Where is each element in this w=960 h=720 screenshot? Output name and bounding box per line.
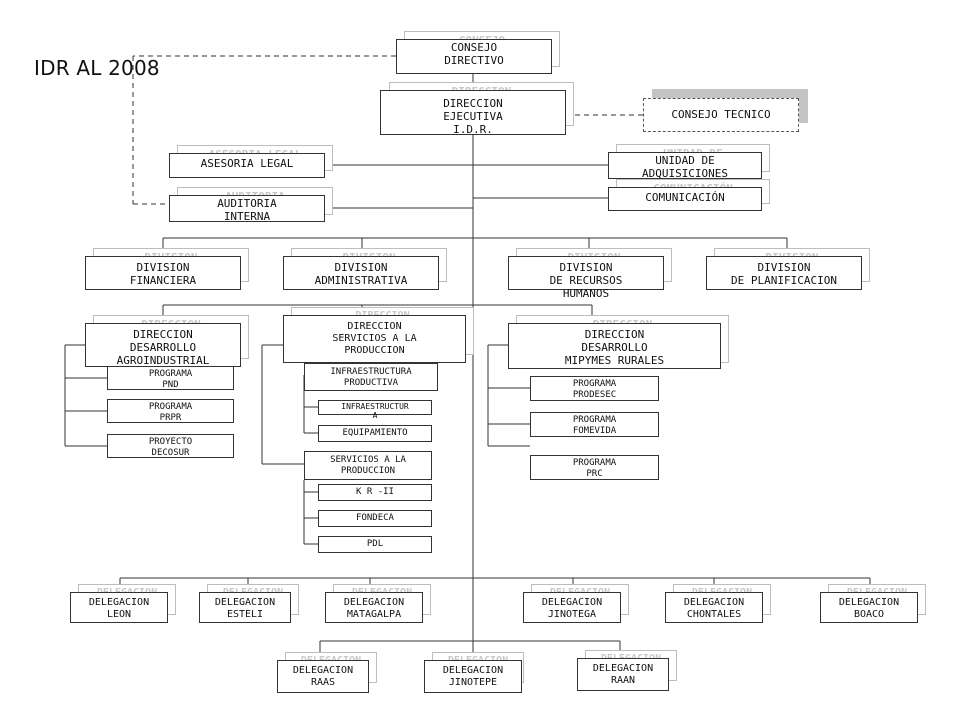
pdl-box: PDL <box>318 536 432 553</box>
programa-fomevida-box: PROGRAMA FOMEVIDA <box>530 412 659 437</box>
delegacion-matagalpa-box: DELEGACION MATAGALPA <box>325 592 423 623</box>
delegacion-chontales-box: DELEGACION CHONTALES <box>665 592 763 623</box>
equipamiento-box: EQUIPAMIENTO <box>318 425 432 442</box>
delegacion-boaco-box: DELEGACION BOACO <box>820 592 918 623</box>
comunicacion-box: COMUNICACIÓN <box>608 187 762 211</box>
delegacion-jinotepe-box: DELEGACION JINOTEPE <box>424 660 522 693</box>
consejo-tecnico-box: CONSEJO TECNICO <box>643 98 799 132</box>
asesoria-legal-box: ASESORIA LEGAL <box>169 153 325 178</box>
delegacion-esteli-box: DELEGACION ESTELI <box>199 592 291 623</box>
programa-pnd-box: PROGRAMA PND <box>107 366 234 390</box>
chart-title: IDR AL 2008 <box>34 56 160 80</box>
division-administrativa-box: DIVISION ADMINISTRATIVA <box>283 256 439 290</box>
direccion-agroindustrial-box: DIRECCION DESARROLLO AGROINDUSTRIAL <box>85 323 241 367</box>
delegacion-jinotega-box: DELEGACION JINOTEGA <box>523 592 621 623</box>
division-recursos-humanos-box: DIVISION DE RECURSOS HUMANOS <box>508 256 664 300</box>
fondeca-box: FONDECA <box>318 510 432 527</box>
consejo-directivo-box: CONSEJO DIRECTIVO <box>396 39 552 74</box>
programa-prpr-box: PROGRAMA PRPR <box>107 399 234 423</box>
division-planificacion-box: DIVISION DE PLANIFICACION <box>706 256 862 290</box>
delegacion-raan-box: DELEGACION RAAN <box>577 658 669 691</box>
proyecto-decosur-box: PROYECTO DECOSUR <box>107 434 234 458</box>
infraestructura-box: INFRAESTRUCTUR A <box>318 400 432 420</box>
programa-prc-box: PROGRAMA PRC <box>530 455 659 480</box>
infraestructura-productiva-box: INFRAESTRUCTURA PRODUCTIVA <box>304 363 438 391</box>
auditoria-interna-box: AUDITORIA INTERNA <box>169 195 325 223</box>
direccion-ejecutiva-box: DIRECCION EJECUTIVA I.D.R. <box>380 90 566 136</box>
programa-prodesec-box: PROGRAMA PRODESEC <box>530 376 659 401</box>
direccion-servicios-box: DIRECCION SERVICIOS A LA PRODUCCION <box>283 315 466 363</box>
division-financiera-box: DIVISION FINANCIERA <box>85 256 241 290</box>
delegacion-raas-box: DELEGACION RAAS <box>277 660 369 693</box>
delegacion-leon-box: DELEGACION LEON <box>70 592 168 623</box>
unidad-adquisiciones-box: UNIDAD DE ADQUISICIONES <box>608 152 762 180</box>
direccion-mipymes-box: DIRECCION DESARROLLO MIPYMES RURALES <box>508 323 721 369</box>
kr2-box: K R -II <box>318 484 432 501</box>
servicios-produccion-box: SERVICIOS A LA PRODUCCION <box>304 451 432 480</box>
